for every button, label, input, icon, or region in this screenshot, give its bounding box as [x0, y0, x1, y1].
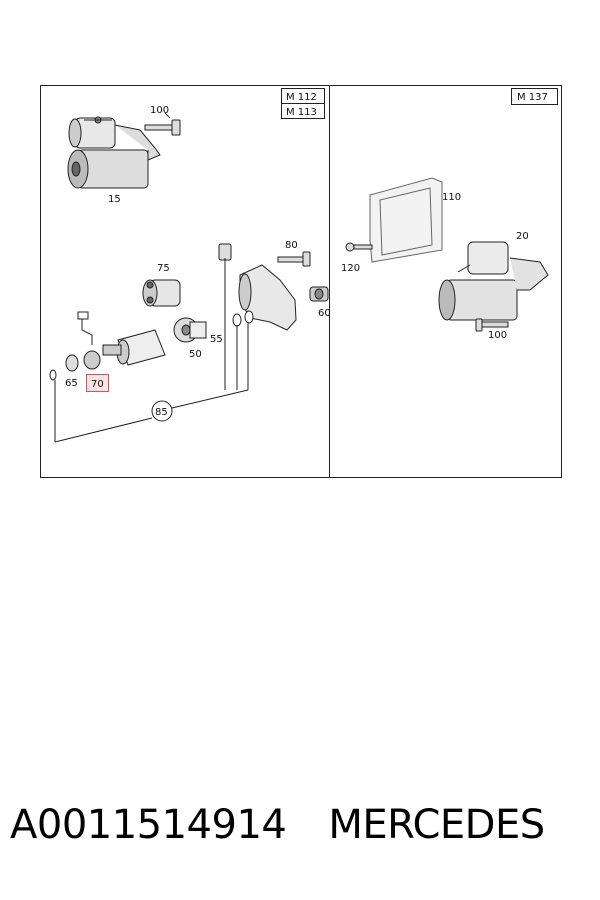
callout-60: 60: [318, 308, 331, 319]
callout-50: 50: [189, 349, 202, 360]
part-number: A0011514914: [10, 802, 287, 848]
starter-housing-icon: [238, 264, 329, 331]
model-tag-m112: M 112: [286, 92, 317, 103]
parts-diagram: M 112 M 113 M 137 100 15 75 80: [40, 85, 562, 478]
bolt-100-right-icon: [475, 318, 509, 332]
callout-20: 20: [516, 231, 529, 242]
bolt-100-icon: [144, 112, 181, 136]
callout-110: 110: [442, 192, 461, 203]
callout-100-right: 100: [488, 330, 507, 341]
brush-holder-icon: [49, 311, 101, 381]
model-tag-left: M 112 M 113: [281, 88, 325, 119]
callout-70: 70: [91, 379, 104, 390]
brand-name: MERCEDES: [328, 802, 545, 848]
cover-plate-110-icon: [369, 177, 443, 263]
callout-65: 65: [65, 378, 78, 389]
callout-85: 85: [155, 407, 168, 418]
callout-80: 80: [285, 240, 298, 251]
callout-75: 75: [157, 263, 170, 274]
callout-100-left: 100: [150, 105, 169, 116]
starter-motor-15-icon: [67, 116, 161, 189]
bolt-120-icon: [345, 242, 373, 252]
footer: A0011514914 MERCEDES: [10, 802, 590, 862]
model-tag-right: M 137: [511, 88, 558, 105]
starter-motor-20-icon: [438, 241, 549, 321]
solenoid-75-icon: [142, 279, 181, 307]
kit-85-bracket: [54, 258, 249, 443]
callout-55: 55: [210, 334, 223, 345]
armature-icon: [102, 329, 166, 366]
callout-15: 15: [108, 194, 121, 205]
gear-50-icon: [173, 317, 207, 343]
callout-120: 120: [341, 263, 360, 274]
diagram-frame: [40, 85, 562, 478]
model-tag-m113: M 113: [286, 107, 317, 118]
bolt-80-icon: [277, 251, 311, 267]
model-tag-m137: M 137: [517, 92, 548, 103]
highlight-box-70: [86, 374, 109, 392]
